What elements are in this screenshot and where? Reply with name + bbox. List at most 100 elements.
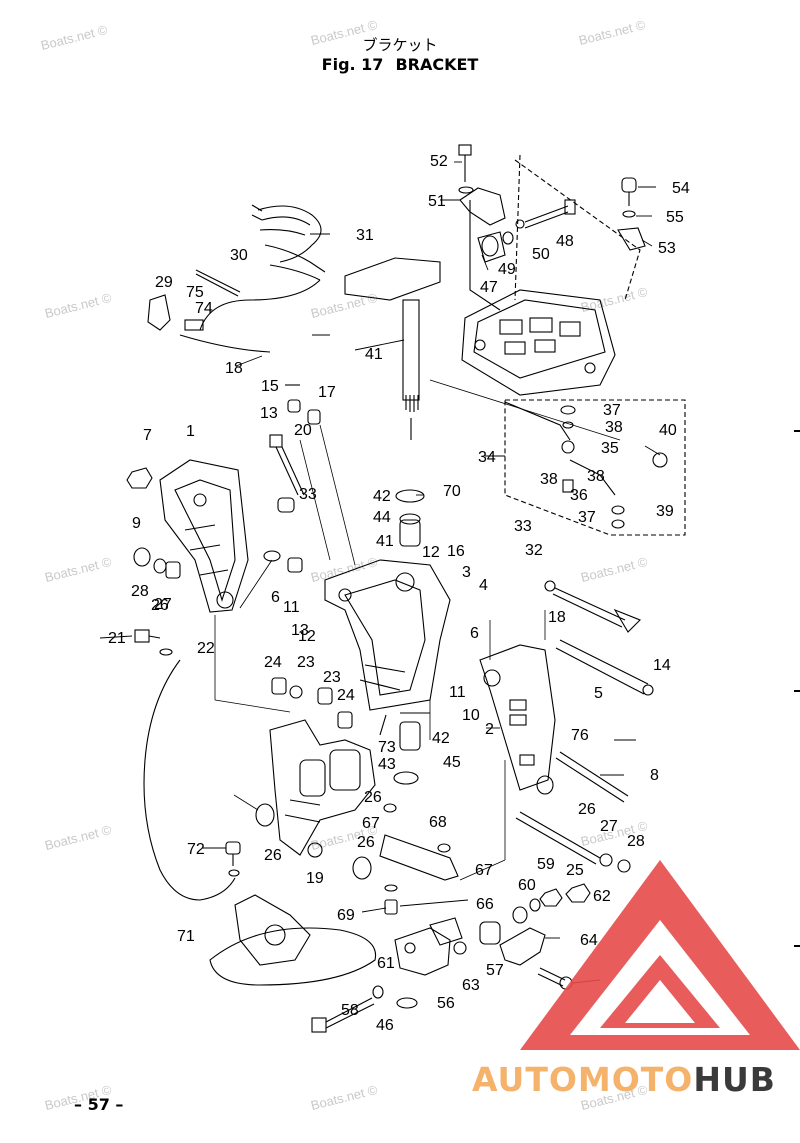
callout-44: 44 [373,509,391,526]
callout-21: 21 [108,630,126,647]
anode-base [209,894,377,986]
callout-68: 68 [429,814,447,831]
wire-harness-30 [199,204,326,331]
callout-3: 3 [462,564,471,581]
bracket-55 [394,927,451,976]
callout-12: 12 [422,544,440,561]
bolt-71 [225,841,241,866]
callout-24: 24 [264,654,282,671]
page-number: – 57 – [74,1095,124,1114]
callout-48: 48 [556,233,574,250]
callout-40: 40 [659,422,677,439]
bushing-56 [479,921,501,945]
callout-26: 26 [578,801,596,818]
callout-4: 4 [479,577,488,594]
bracket-66 [379,834,459,881]
callout-28: 28 [627,833,645,850]
logo-wordmark: AUTOMOTOHUB [472,1060,776,1099]
callout-13: 13 [260,405,278,422]
callout-71: 71 [177,928,195,945]
margin-mark [794,690,800,692]
callout-60: 60 [518,877,536,894]
callout-24: 24 [337,687,355,704]
callout-67: 67 [475,862,493,879]
callout-46: 46 [376,1017,394,1034]
callout-10: 10 [462,707,480,724]
callout-39: 39 [656,503,674,520]
tilt-tube-5 [555,639,654,696]
callout-26: 26 [357,834,375,851]
callout-41: 41 [365,346,383,363]
callout-2: 2 [485,721,494,738]
bolt-21 [134,629,173,656]
steering-shaft-40 [344,257,441,440]
callout-20: 20 [294,422,312,439]
callout-70: 70 [443,483,461,500]
automotohub-logo [470,860,800,1100]
callout-66: 66 [476,896,494,913]
callout-59: 59 [537,856,555,873]
callout-69: 69 [337,907,355,924]
callout-62: 62 [593,888,611,905]
callout-38: 38 [605,419,623,436]
bolt-20 [269,434,305,496]
stern-bracket-2 [479,644,556,791]
callout-51: 51 [428,193,446,210]
washers-26-28 [133,547,181,579]
callout-5: 5 [594,685,603,702]
callout-26: 26 [151,597,169,614]
callout-27: 27 [600,818,618,835]
callout-18: 18 [225,360,243,377]
callout-30: 30 [230,247,248,264]
trim-cylinder-19 [269,719,376,858]
part-callouts: 1234566789101111121213131415161718181920… [108,153,690,1034]
callout-29: 29 [155,274,173,291]
callout-47: 47 [480,279,498,296]
diagram-title-japanese: ブラケット [362,36,438,54]
callout-73: 73 [378,739,396,756]
callout-1: 1 [186,423,195,440]
callout-13: 13 [291,622,309,639]
rod-8 [555,751,629,803]
logo-text-auto: AUTOMOTO [472,1060,694,1099]
callout-32: 32 [525,542,543,559]
bolt-51 [458,144,474,194]
callout-38: 38 [540,471,558,488]
callout-37: 37 [578,509,596,526]
callout-6: 6 [271,589,280,606]
rod-25 [515,811,601,865]
callout-54: 54 [672,180,690,197]
callout-76: 76 [571,727,589,744]
callout-38: 38 [587,468,605,485]
figure-number: Fig. 17 [321,55,384,74]
callout-28: 28 [131,583,149,600]
bracket-52 [617,227,646,251]
callout-6: 6 [470,625,479,642]
callout-42: 42 [373,488,391,505]
callout-61: 61 [377,955,395,972]
callout-25: 25 [566,862,584,879]
callout-7: 7 [143,427,152,444]
bushing-11 [287,557,303,573]
rod-13 [544,580,626,628]
callout-75: 75 [186,284,204,301]
swivel-plate [461,289,616,396]
callout-57: 57 [486,962,504,979]
callout-11: 11 [449,684,466,701]
callout-53: 53 [658,240,676,257]
callout-23: 23 [323,669,341,686]
callout-33: 33 [299,486,317,503]
callout-33: 33 [514,518,532,535]
cable-assembly [147,269,271,353]
callout-50: 50 [532,246,550,263]
margin-mark [794,945,800,947]
logo-triangle-icon [520,860,800,1050]
callout-16: 16 [447,543,465,560]
callout-19: 19 [306,870,324,887]
clamp-50 [459,187,506,226]
callout-27: 27 [154,596,172,613]
callout-67: 67 [362,815,380,832]
callout-26: 26 [264,847,282,864]
callout-72: 72 [187,841,205,858]
